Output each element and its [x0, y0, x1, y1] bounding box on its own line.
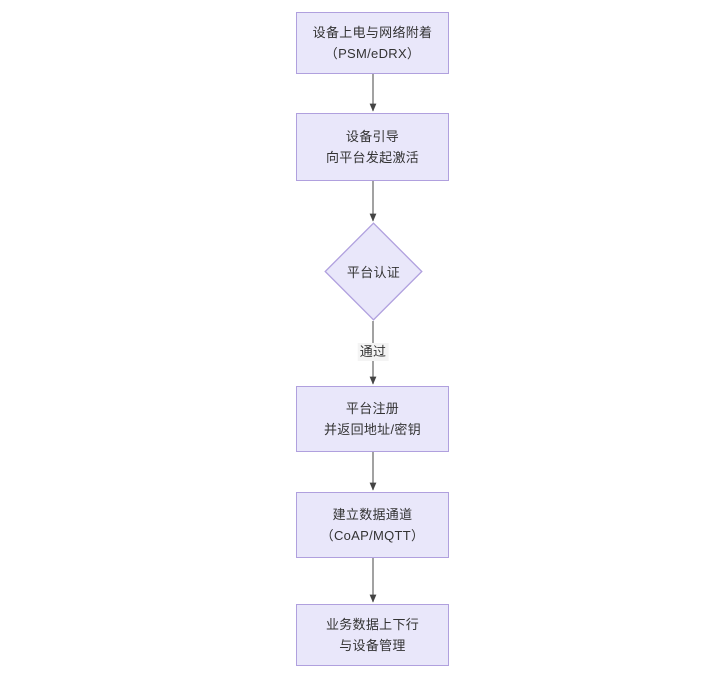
node-bootstrap-line1: 设备引导: [345, 129, 400, 144]
node-service-data-line2: 与设备管理: [339, 638, 406, 653]
node-power-on-line2: （PSM/eDRX）: [324, 46, 421, 61]
node-platform-auth-label: 平台认证: [346, 265, 401, 280]
node-platform-register-line2: 并返回地址/密钥: [323, 422, 421, 437]
node-data-channel-line1: 建立数据通道: [332, 507, 413, 522]
node-bootstrap[interactable]: 设备引导 向平台发起激活: [296, 113, 449, 181]
node-service-data[interactable]: 业务数据上下行 与设备管理: [296, 604, 449, 666]
node-power-on[interactable]: 设备上电与网络附着 （PSM/eDRX）: [296, 12, 449, 74]
edge-label-pass: 通过: [357, 343, 389, 361]
node-platform-auth[interactable]: 平台认证: [324, 222, 423, 321]
node-bootstrap-line2: 向平台发起激活: [325, 150, 420, 165]
node-data-channel[interactable]: 建立数据通道 （CoAP/MQTT）: [296, 492, 449, 558]
node-data-channel-line2: （CoAP/MQTT）: [320, 528, 425, 543]
node-power-on-line1: 设备上电与网络附着: [312, 25, 433, 40]
node-service-data-line1: 业务数据上下行: [325, 617, 420, 632]
diamond-shape: [324, 222, 423, 321]
node-platform-register[interactable]: 平台注册 并返回地址/密钥: [296, 386, 449, 452]
node-platform-register-line1: 平台注册: [345, 401, 400, 416]
